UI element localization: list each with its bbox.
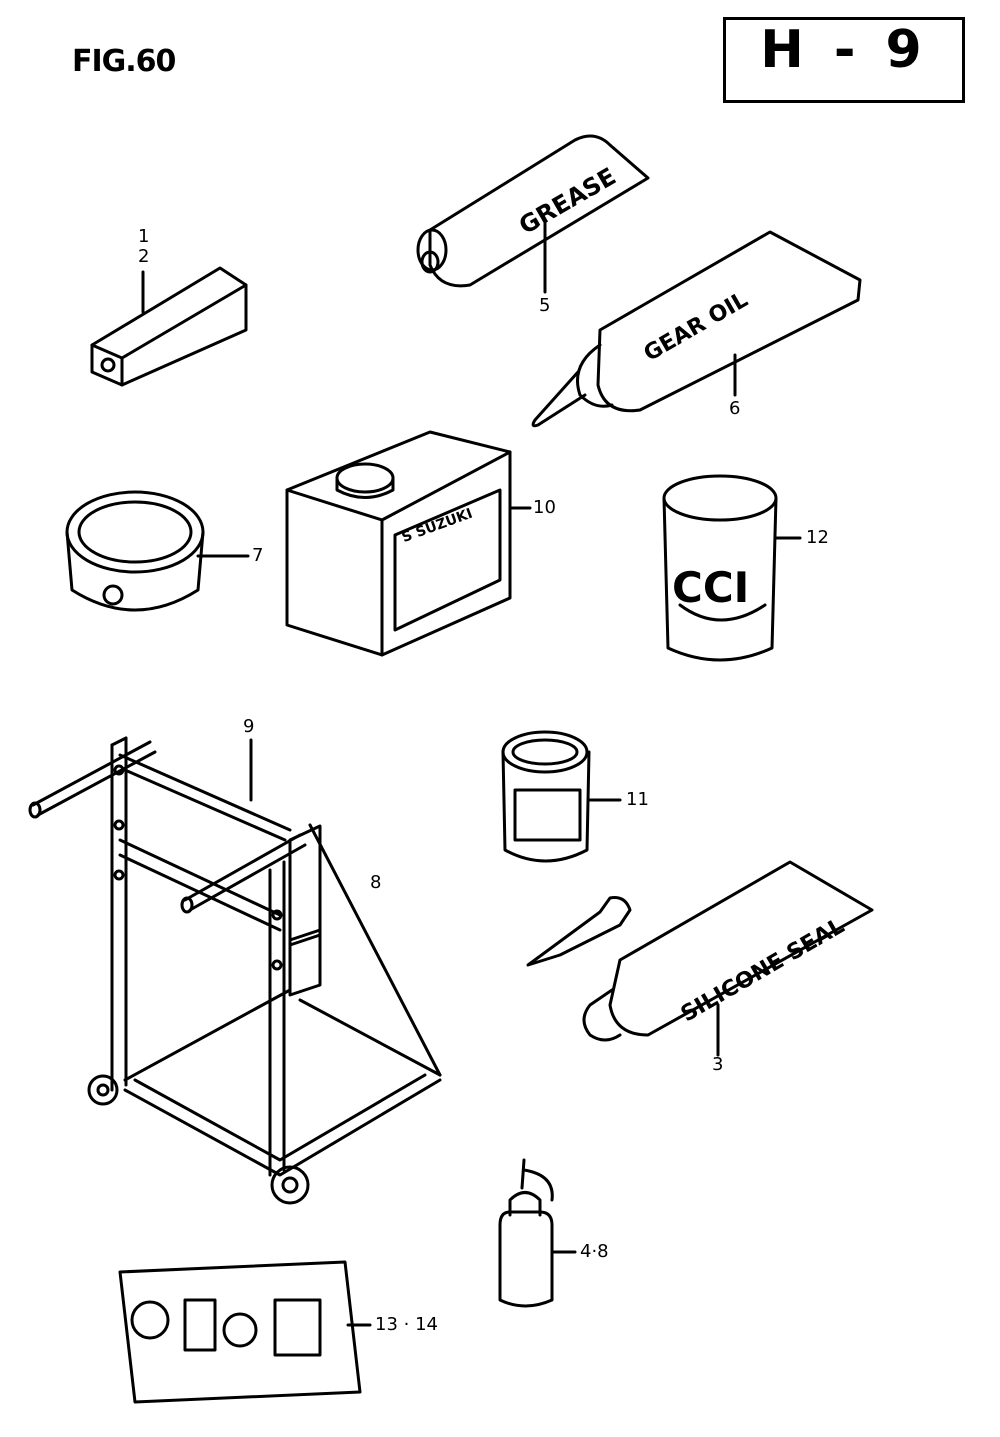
- cci-oil-can-icon: [662, 474, 778, 662]
- callout-11: 11: [626, 789, 649, 810]
- small-tin-icon: [501, 730, 591, 863]
- callout-8: 8: [370, 872, 382, 893]
- callout-4-8: 4·8: [580, 1241, 609, 1262]
- square-can-icon: [285, 430, 512, 657]
- bar-stick-icon: [90, 266, 248, 387]
- section-code-box: H - 9: [723, 17, 965, 103]
- callout-2: 2: [138, 246, 150, 267]
- gear-oil-tube-icon: [531, 230, 862, 428]
- small-bottle-icon: [498, 1158, 554, 1308]
- open-tin-icon: [65, 490, 205, 612]
- suzuki-can-label: S SUZUKI: [400, 506, 475, 546]
- cci-label: CCI: [672, 563, 749, 612]
- grease-tube-icon: [416, 134, 650, 288]
- grease-label: GREASE: [514, 162, 621, 240]
- callout-10: 10: [533, 497, 556, 518]
- engine-stand-icon: [28, 736, 442, 1205]
- callout-7: 7: [252, 545, 264, 566]
- callout-5: 5: [539, 295, 551, 316]
- silicone-label: SILICONE SEAL: [677, 914, 849, 1028]
- callout-6: 6: [729, 398, 741, 419]
- callout-3: 3: [712, 1054, 724, 1075]
- callout-12: 12: [806, 527, 829, 548]
- gasket-set-icon: [118, 1260, 362, 1404]
- silicone-seal-tube-icon: [526, 860, 874, 1042]
- figure-title: FIG.60: [72, 44, 176, 79]
- callout-1: 1: [138, 226, 150, 247]
- callout-9: 9: [243, 716, 255, 737]
- callout-13-14: 13 · 14: [375, 1314, 438, 1335]
